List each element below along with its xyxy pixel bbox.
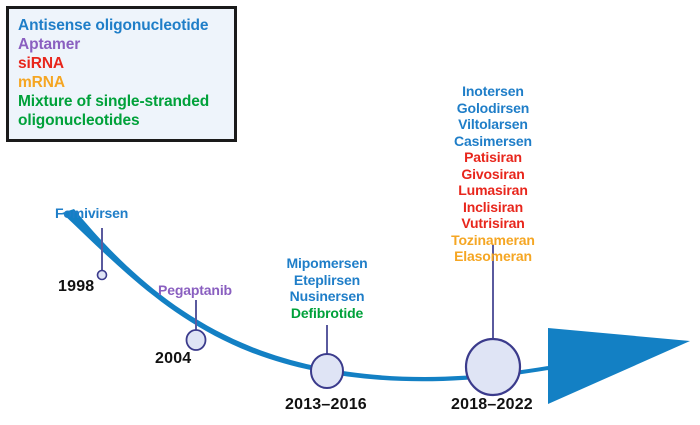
drug-label-inclisiran: Inclisiran <box>463 198 523 215</box>
drug-label-nusinersen: Nusinersen <box>289 288 365 304</box>
milestone-node-2004 <box>185 329 207 351</box>
drug-label-pegaptanib: Pegaptanib <box>158 282 232 298</box>
drug-label-viltolarsen: Viltolarsen <box>458 116 528 132</box>
legend-item-mixture-of-single-stranded-oligonucleotides: Mixture of single-stranded oligonucleoti… <box>18 93 210 129</box>
drug-label-fomivirsen: Fomivirsen <box>55 205 129 221</box>
drug-label-vutrisiran: Vutrisiran <box>461 215 525 231</box>
legend-item-mrna: mRNA <box>18 74 65 91</box>
milestone-node-1998 <box>96 269 108 281</box>
drug-label-lumasiran: Lumasiran <box>458 182 528 198</box>
year-label-2018-2022: 2018–2022 <box>451 396 533 413</box>
drug-label-mipomersen: Mipomersen <box>286 255 368 271</box>
drug-label-group-2013-2016: Mipomersen Eteplirsen Nusinersen Defibro… <box>257 255 397 321</box>
drug-label-elasomeran: Elasomeran <box>454 248 532 264</box>
drug-label-casimersen: Casimersen <box>454 132 532 149</box>
drug-label-inotersen: Inotersen <box>462 83 524 99</box>
year-label-2013-2016: 2013–2016 <box>285 396 367 413</box>
drug-label-patisiran: Patisiran <box>464 149 522 165</box>
legend-item-sirna: siRNA <box>18 55 65 72</box>
legend-item-aptamer: Aptamer <box>18 36 81 53</box>
year-label-1998: 1998 <box>58 278 95 295</box>
drug-label-givosiran: Givosiran <box>461 165 525 182</box>
milestone-node-2013-2016 <box>310 353 344 389</box>
legend-box: Antisense oligonucleotide Aptamer siRNA … <box>6 6 237 142</box>
milestone-node-2018-2022 <box>464 337 522 397</box>
legend-item-antisense-oligonucleotide: Antisense oligonucleotide <box>18 17 209 34</box>
drug-label-golodirsen: Golodirsen <box>456 99 530 116</box>
drug-label-group-2018-2022: Inotersen Golodirsen Viltolarsen Casimer… <box>423 83 563 265</box>
drug-label-eteplirsen: Eteplirsen <box>293 271 361 288</box>
year-label-2004: 2004 <box>155 350 192 367</box>
drug-label-tozinameran: Tozinameran <box>451 231 535 248</box>
drug-label-defibrotide: Defibrotide <box>290 304 364 321</box>
